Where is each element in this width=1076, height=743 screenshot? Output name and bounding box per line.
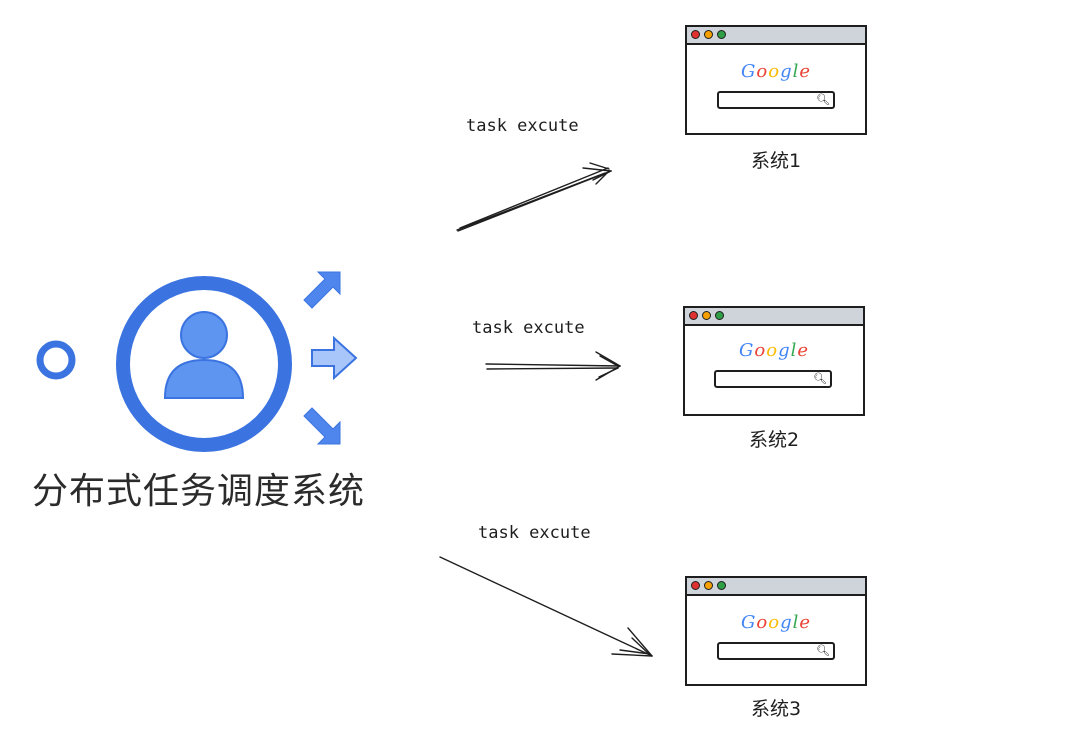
maximize-dot-icon	[717, 581, 726, 590]
close-dot-icon	[691, 581, 700, 590]
maximize-dot-icon	[717, 30, 726, 39]
arrow-up-right-icon	[303, 271, 341, 309]
minimize-dot-icon	[704, 30, 713, 39]
user-avatar-icon	[116, 276, 292, 452]
system-label-1: 系统1	[750, 150, 802, 172]
edge-label-2: task excute	[472, 318, 585, 338]
system-browser-window-1: Google 🔍︎	[685, 25, 867, 135]
window-title-bar	[687, 27, 865, 45]
system-label-2: 系统2	[748, 429, 800, 451]
search-icon[interactable]: 🔍︎	[816, 93, 830, 106]
minimize-dot-icon	[702, 311, 711, 320]
google-logo: Google	[740, 612, 812, 633]
arrow-down-right-icon	[303, 407, 341, 445]
window-title-bar	[687, 578, 865, 596]
arrow-right-icon	[311, 335, 358, 381]
search-box[interactable]: 🔍︎	[714, 370, 832, 388]
minimize-dot-icon	[704, 581, 713, 590]
close-dot-icon	[689, 311, 698, 320]
search-box[interactable]: 🔍︎	[717, 642, 835, 660]
close-dot-icon	[691, 30, 700, 39]
edge-arrow-2	[485, 351, 621, 381]
system-label-3: 系统3	[750, 698, 802, 720]
maximize-dot-icon	[715, 311, 724, 320]
system-browser-window-3: Google 🔍︎	[685, 576, 867, 686]
edge-label-1: task excute	[466, 116, 579, 136]
search-box[interactable]: 🔍︎	[717, 91, 835, 109]
scheduler-title: 分布式任务调度系统	[32, 471, 366, 512]
small-ring-icon	[36, 340, 76, 380]
edge-label-3: task excute	[478, 523, 591, 543]
edge-arrow-1	[456, 162, 612, 232]
edge-arrow-3	[439, 556, 653, 657]
search-icon[interactable]: 🔍︎	[813, 372, 827, 385]
search-icon[interactable]: 🔍︎	[816, 644, 830, 657]
google-logo: Google	[738, 340, 810, 361]
system-browser-window-2: Google 🔍︎	[683, 306, 865, 416]
google-logo: Google	[740, 61, 812, 82]
window-title-bar	[685, 308, 863, 326]
